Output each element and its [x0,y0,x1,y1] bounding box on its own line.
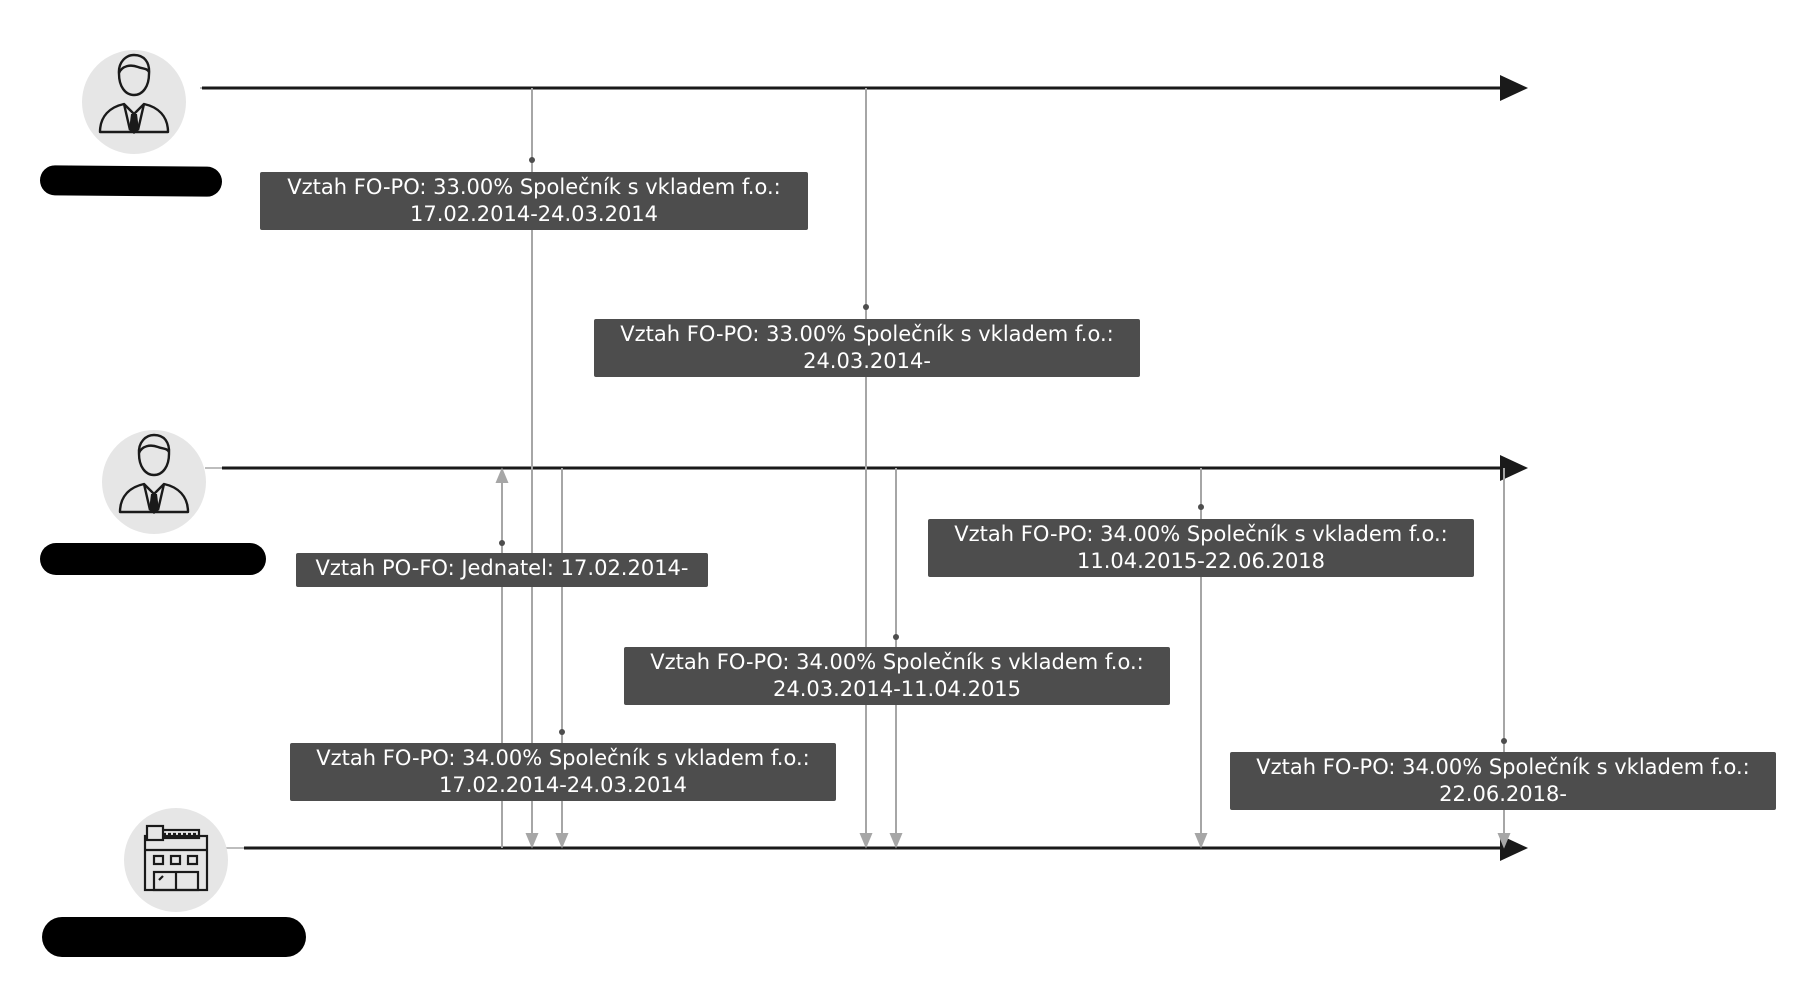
relation-label-text: Vztah FO-PO: 34.00% Společník s vkladem … [1256,755,1750,779]
relation-label-3[interactable]: Vztah PO-FO: Jednatel: 17.02.2014- [296,553,708,587]
relation-label-dates: 17.02.2014-24.03.2014 [409,202,659,226]
relation-label-7[interactable]: Vztah FO-PO: 34.00% Společník s vkladem … [1230,752,1776,810]
relation-label-4[interactable]: Vztah FO-PO: 34.00% Společník s vkladem … [928,519,1474,577]
relation-label-2[interactable]: Vztah FO-PO: 33.00% Společník s vkladem … [594,319,1140,377]
relation-label-dates: 22.06.2018- [1439,782,1567,806]
person-icon[interactable] [102,430,206,534]
timeline-arrowhead [1500,455,1528,481]
relation-label-text: Vztah FO-PO: 33.00% Společník s vkladem … [287,175,781,199]
timeline-arrowhead [1500,835,1528,861]
relation-label-5[interactable]: Vztah FO-PO: 34.00% Společník s vkladem … [624,647,1170,705]
redacted-name-company [42,917,306,957]
relation-label-dates: 17.02.2014-24.03.2014 [438,773,688,797]
relation-label-dates: 11.04.2015-22.06.2018 [1076,549,1326,573]
relation-label-text: Vztah FO-PO: 34.00% Společník s vkladem … [316,746,810,770]
person-icon[interactable] [82,50,186,154]
timeline-person-2 [205,455,1528,481]
timeline-person-1 [200,75,1528,101]
redacted-name-person-1 [39,165,223,197]
building-icon[interactable] [124,808,228,912]
timeline-company [226,835,1528,861]
relation-label-dates: 24.03.2014- [803,349,931,373]
relation-label-text: Vztah FO-PO: 34.00% Společník s vkladem … [650,650,1144,674]
relation-label-text: Vztah FO-PO: 33.00% Společník s vkladem … [620,322,1114,346]
relation-label-dates: 24.03.2014-11.04.2015 [772,677,1022,701]
relation-label-1[interactable]: Vztah FO-PO: 33.00% Společník s vkladem … [260,172,808,230]
relation-label-6[interactable]: Vztah FO-PO: 34.00% Společník s vkladem … [290,743,836,801]
relation-label-text: Vztah PO-FO: Jednatel: 17.02.2014- [315,556,689,580]
timeline-arrowhead [1500,75,1528,101]
relation-label-text: Vztah FO-PO: 34.00% Společník s vkladem … [954,522,1448,546]
redacted-name-person-2 [40,543,266,575]
connector-relation-2 [859,88,873,849]
